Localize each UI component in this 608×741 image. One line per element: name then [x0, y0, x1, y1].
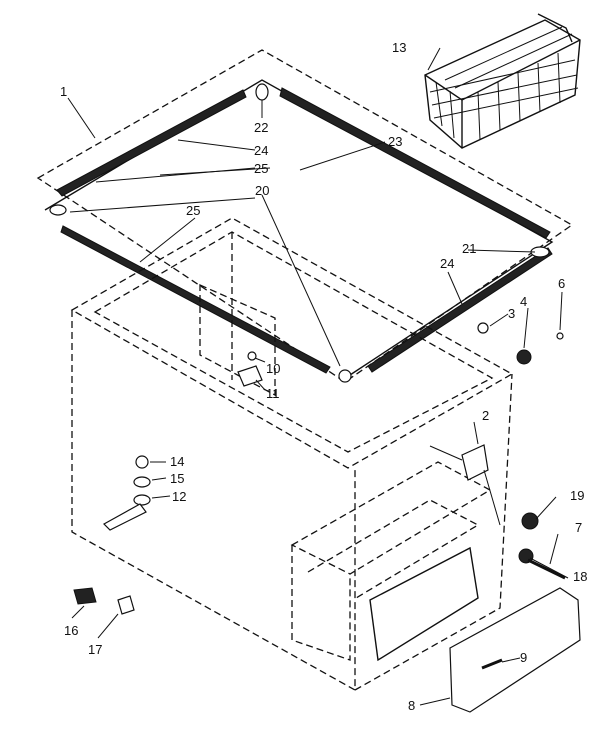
callout-14: 14	[170, 454, 184, 469]
callout-25-left: 25	[186, 203, 200, 218]
callout-10: 10	[266, 361, 280, 376]
callout-15: 15	[170, 471, 184, 486]
callout-2: 2	[482, 408, 489, 423]
callout-1: 1	[60, 84, 67, 99]
callout-16: 16	[64, 623, 78, 638]
leader-lines	[67, 47, 569, 706]
callout-23: 23	[388, 134, 402, 149]
callout-6: 6	[558, 276, 565, 291]
callout-11: 11	[266, 386, 280, 401]
callout-labels: 1 2 3 4 6 7 8 9 10 11 12 13 14 15 16 17 …	[60, 40, 587, 713]
callout-17: 17	[88, 642, 102, 657]
callout-3: 3	[508, 306, 515, 321]
freezer-cabinet	[70, 217, 514, 692]
wire-basket	[424, 13, 581, 149]
callout-25-top: 25	[254, 161, 268, 176]
callout-22: 22	[254, 120, 268, 135]
callout-7: 7	[575, 520, 582, 535]
callout-24-top: 24	[254, 143, 268, 158]
callout-12: 12	[172, 489, 186, 504]
small-parts	[73, 322, 581, 713]
callout-21: 21	[462, 241, 476, 256]
lid-assembly	[36, 49, 574, 383]
callout-20: 20	[255, 183, 269, 198]
callout-18: 18	[573, 569, 587, 584]
callout-19: 19	[570, 488, 584, 503]
callout-4: 4	[520, 294, 527, 309]
callout-9: 9	[520, 650, 527, 665]
callout-8: 8	[408, 698, 415, 713]
callout-13: 13	[392, 40, 406, 55]
callout-24-right: 24	[440, 256, 454, 271]
